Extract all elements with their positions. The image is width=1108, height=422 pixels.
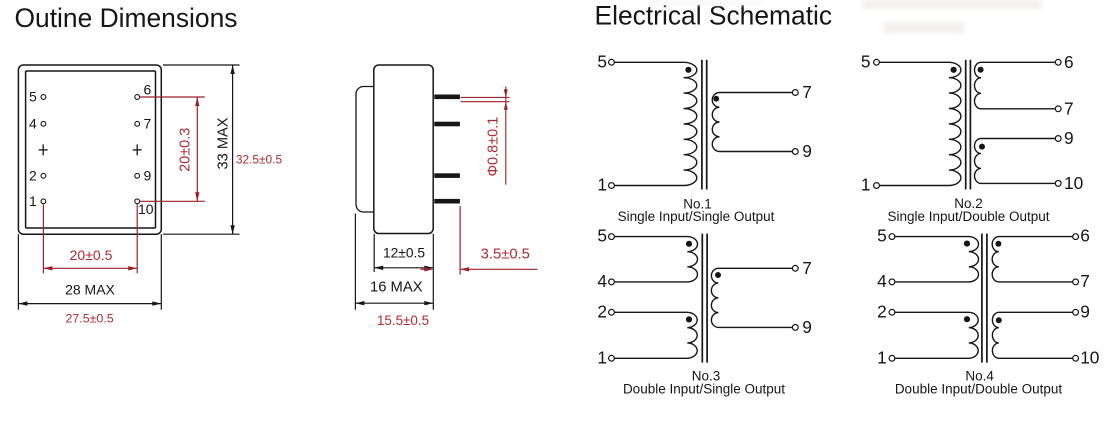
svg-text:16 MAX: 16 MAX — [370, 279, 423, 295]
svg-text:9: 9 — [802, 141, 812, 161]
svg-text:3.5±0.5: 3.5±0.5 — [481, 246, 530, 262]
svg-text:2: 2 — [597, 301, 607, 321]
svg-text:Single Input/Single Output: Single Input/Single Output — [618, 209, 775, 224]
svg-text:6: 6 — [144, 81, 152, 97]
svg-text:No.3: No.3 — [692, 368, 721, 383]
svg-text:9: 9 — [802, 317, 812, 337]
svg-text:2: 2 — [877, 301, 887, 321]
svg-text:1: 1 — [597, 175, 607, 195]
svg-text:5: 5 — [597, 226, 607, 246]
svg-text:6: 6 — [1064, 52, 1074, 72]
svg-text:12±0.5: 12±0.5 — [383, 246, 425, 261]
svg-text:5: 5 — [29, 89, 37, 105]
svg-text:10: 10 — [138, 201, 154, 217]
svg-text:No.2: No.2 — [954, 196, 983, 211]
svg-text:No.4: No.4 — [965, 368, 994, 383]
svg-text:20±0.5: 20±0.5 — [70, 247, 113, 263]
svg-text:1: 1 — [877, 347, 887, 367]
svg-text:5: 5 — [877, 226, 887, 246]
svg-text:10: 10 — [1080, 347, 1099, 367]
svg-text:5: 5 — [861, 52, 871, 72]
svg-text:5: 5 — [597, 51, 607, 71]
svg-text:10: 10 — [1064, 173, 1083, 193]
svg-text:Outine Dimensions: Outine Dimensions — [15, 3, 238, 33]
svg-text:6: 6 — [1080, 226, 1090, 246]
svg-text:Electrical Schematic: Electrical Schematic — [595, 0, 833, 30]
svg-text:7: 7 — [802, 82, 812, 102]
svg-text:4: 4 — [877, 271, 887, 291]
svg-text:7: 7 — [802, 258, 812, 278]
svg-text:No.1: No.1 — [683, 196, 712, 211]
svg-text:27.5±0.5: 27.5±0.5 — [66, 312, 114, 326]
svg-text:20±0.3: 20±0.3 — [177, 128, 193, 172]
svg-text:7: 7 — [1064, 99, 1074, 119]
svg-text:1: 1 — [29, 193, 37, 209]
svg-text:1: 1 — [861, 175, 871, 195]
svg-text:1: 1 — [597, 347, 607, 367]
svg-text:7: 7 — [144, 115, 152, 131]
svg-text:9: 9 — [144, 167, 152, 183]
svg-text:Double Input/Single Output: Double Input/Single Output — [623, 381, 785, 396]
svg-text:4: 4 — [597, 271, 607, 291]
svg-text:4: 4 — [29, 115, 37, 131]
svg-text:15.5±0.5: 15.5±0.5 — [377, 313, 429, 328]
svg-text:28 MAX: 28 MAX — [65, 282, 115, 298]
svg-text:9: 9 — [1080, 301, 1090, 321]
svg-text:Φ0.8±0.1: Φ0.8±0.1 — [485, 117, 501, 177]
svg-text:33 MAX: 33 MAX — [215, 117, 231, 169]
svg-text:32.5±0.5: 32.5±0.5 — [236, 152, 283, 166]
svg-text:7: 7 — [1080, 271, 1090, 291]
svg-text:Double Input/Double Output: Double Input/Double Output — [895, 381, 1063, 396]
svg-text:9: 9 — [1064, 128, 1074, 148]
svg-text:2: 2 — [29, 167, 37, 183]
svg-text:Single Input/Double Output: Single Input/Double Output — [887, 209, 1049, 224]
